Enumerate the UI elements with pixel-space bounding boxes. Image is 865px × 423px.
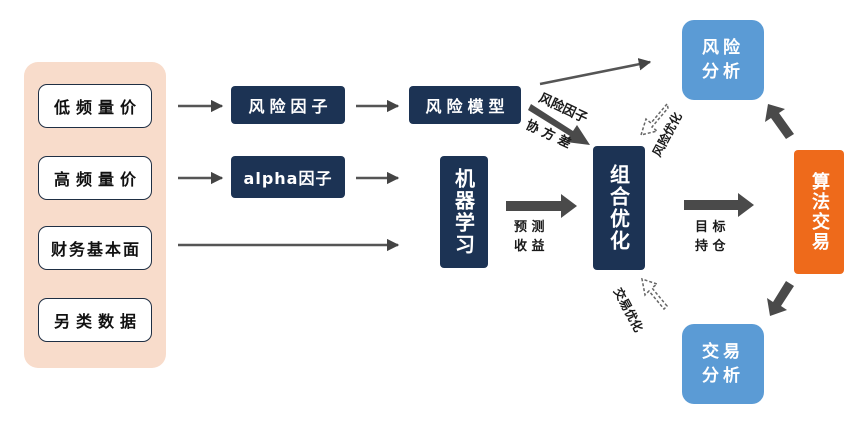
node-machine-learning: 机器学习	[440, 156, 488, 268]
arrow-algo-to-risk-analysis	[765, 104, 794, 139]
arrow-ml-to-portfolio	[506, 194, 577, 218]
label-holdings: 持 仓	[695, 239, 726, 254]
source-high-freq: 高频量价	[38, 156, 152, 200]
label-returns: 收 益	[514, 239, 545, 254]
arrow-algo-to-trade-analysis	[767, 281, 794, 316]
node-trade-analysis: 交易 分析	[682, 324, 764, 404]
arrow-trade-optimization-feedback	[641, 277, 669, 311]
source-fundamentals: 财务基本面	[38, 226, 152, 270]
node-risk-analysis: 风险 分析	[682, 20, 764, 100]
source-low-freq: 低频量价	[38, 84, 152, 128]
arrow-model-to-risk-analysis	[539, 58, 652, 86]
source-alternative: 另类数据	[38, 298, 152, 342]
node-algo-trading: 算法交易	[794, 150, 844, 274]
risk-analysis-line1: 风险	[702, 38, 744, 58]
risk-analysis-line2: 分析	[702, 62, 744, 82]
arrow-portfolio-to-algo	[684, 193, 754, 217]
label-predict: 预 测	[514, 220, 545, 235]
trade-analysis-line1: 交易	[702, 342, 744, 362]
trade-analysis-line2: 分析	[702, 366, 744, 386]
arrow-risk-optimization-feedback	[639, 102, 669, 137]
node-portfolio-optimization: 组合优化	[593, 146, 645, 270]
node-alpha-factor: alpha因子	[231, 156, 345, 198]
arrow-model-to-portfolio	[528, 104, 590, 145]
label-target: 目 标	[695, 220, 726, 235]
node-risk-model: 风险模型	[409, 86, 521, 124]
node-risk-factor: 风险因子	[231, 86, 345, 124]
